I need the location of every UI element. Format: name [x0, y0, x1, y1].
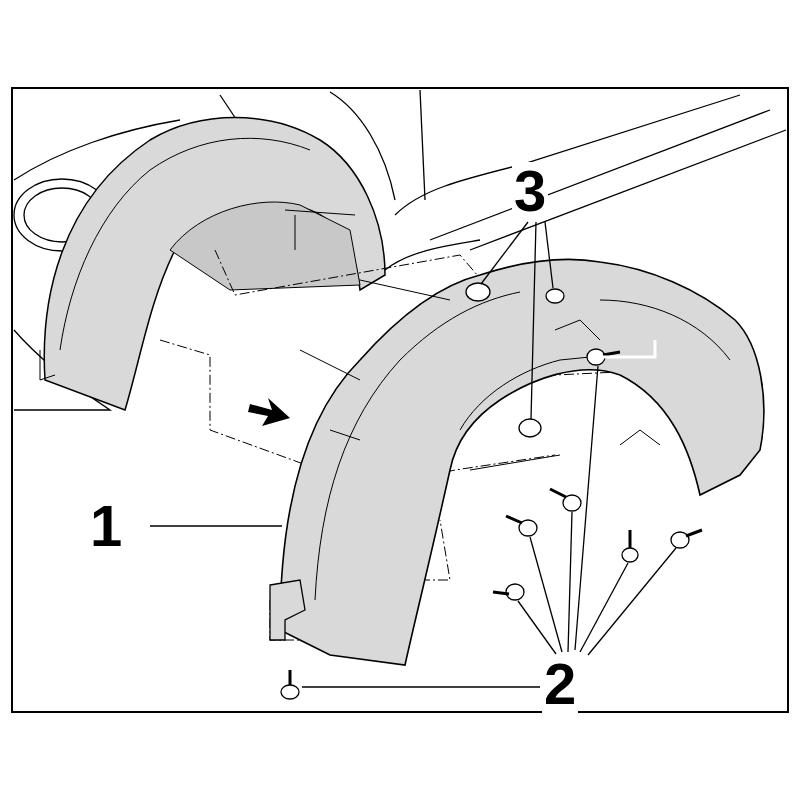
callout-number: 3: [512, 162, 548, 220]
callout-number: 1: [88, 497, 124, 555]
callout-number: 2: [542, 655, 578, 713]
